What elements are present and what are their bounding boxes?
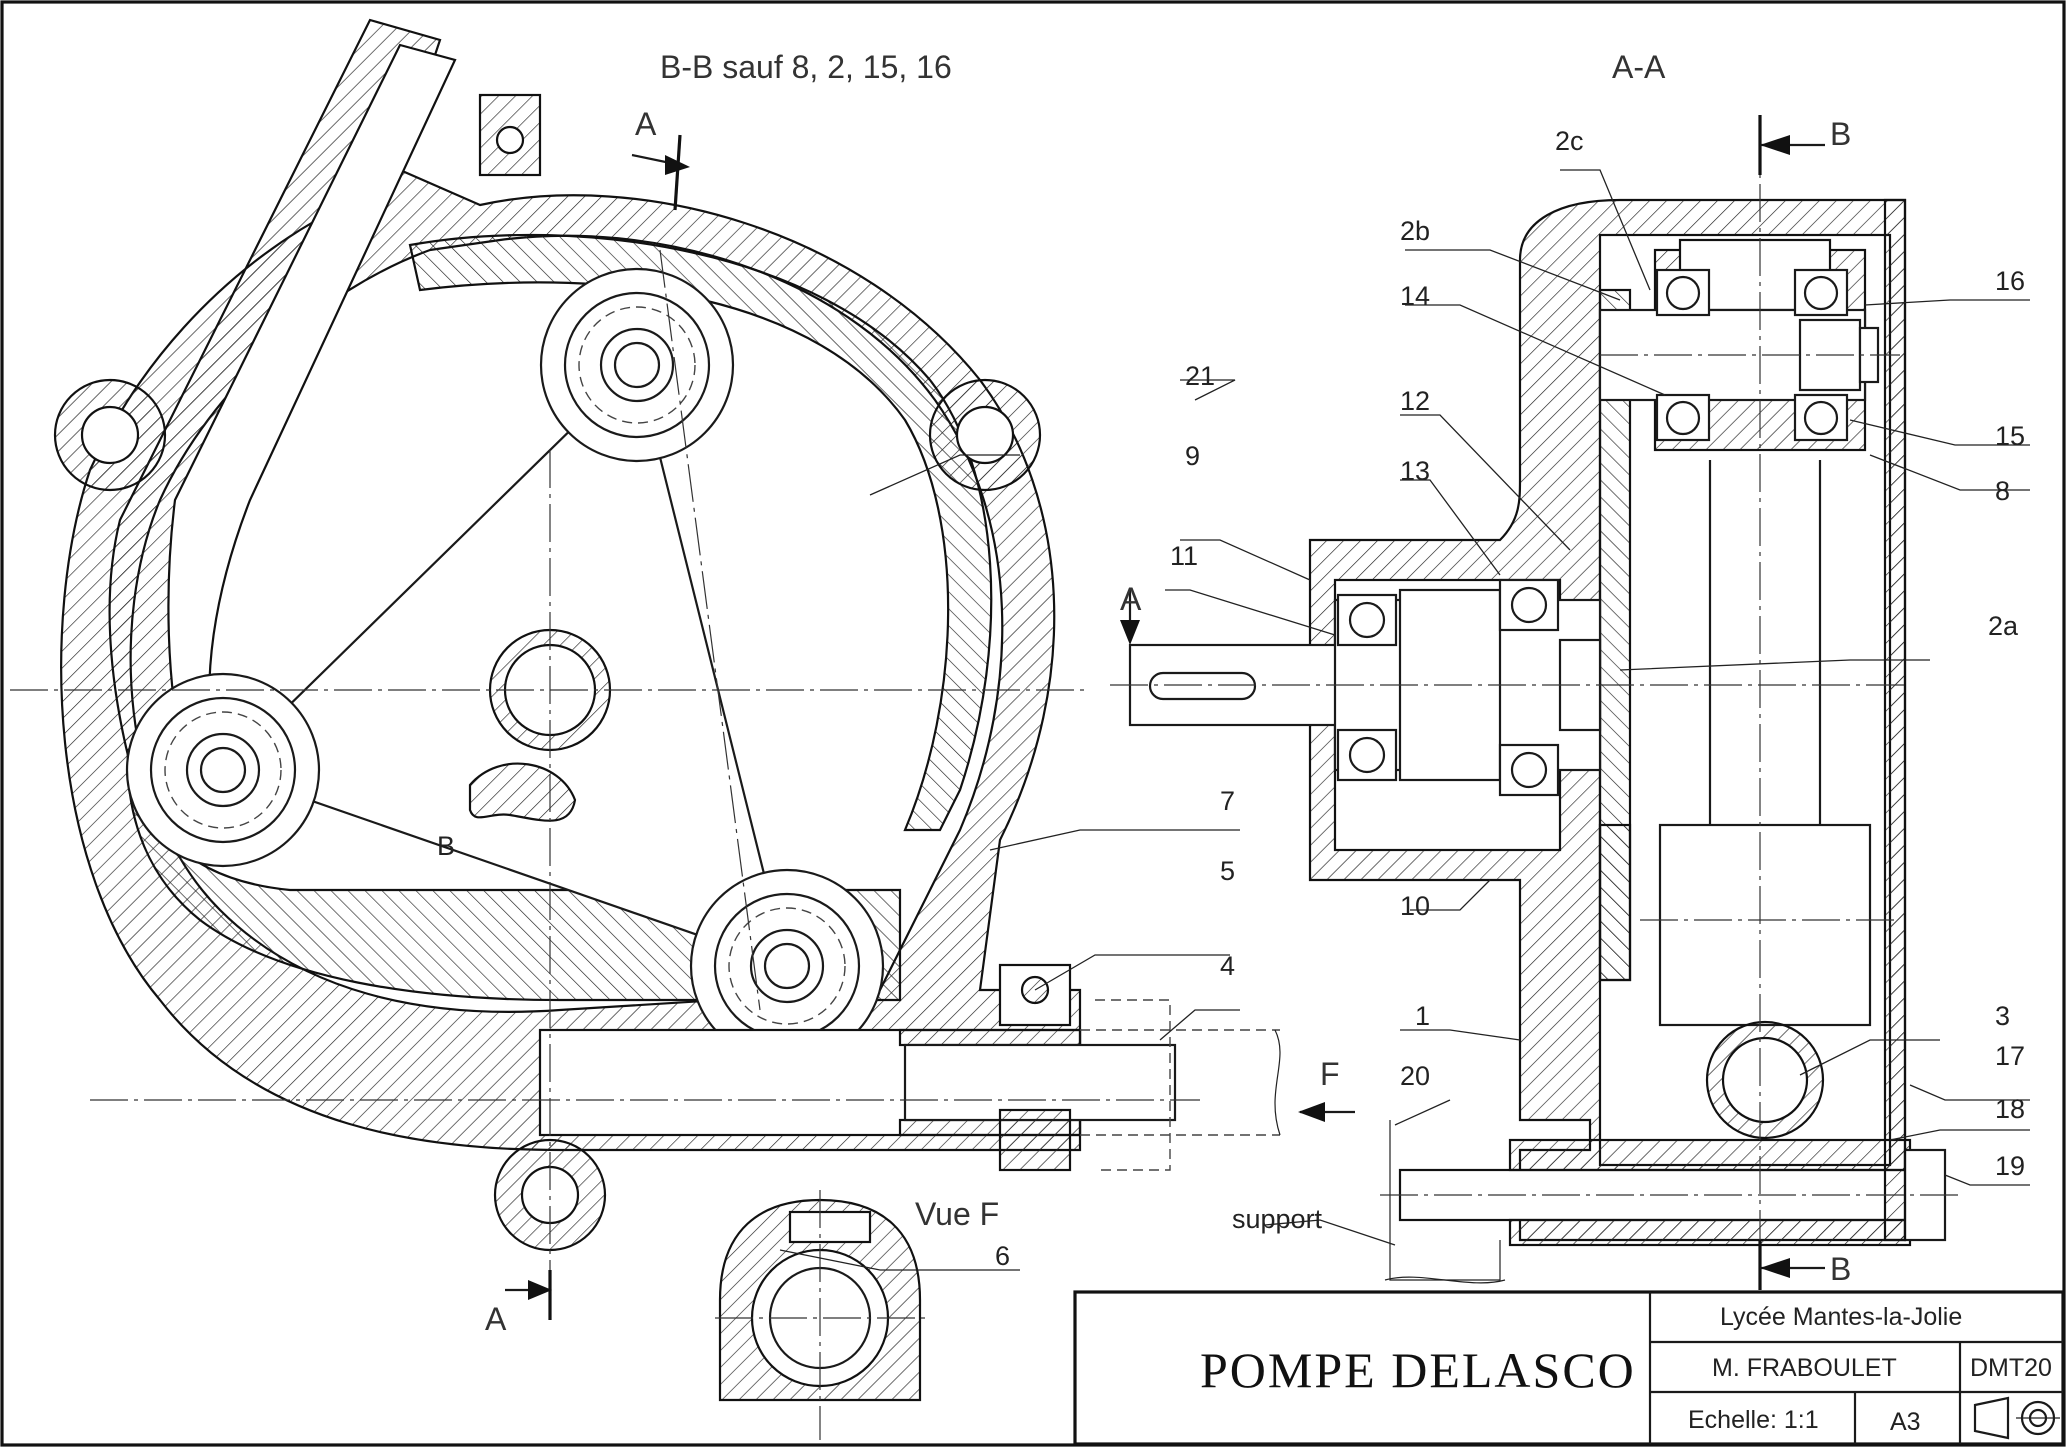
roller-top xyxy=(539,267,735,463)
leader-lines xyxy=(779,169,2030,1271)
bearing-input-right xyxy=(1498,578,1560,797)
title-block: POMPE DELASCO Lycée Mantes-la-Jolie M. F… xyxy=(1073,1290,2065,1446)
school-name: Lycée Mantes-la-Jolie xyxy=(1720,1303,1962,1331)
part-label-5: 5 xyxy=(1220,856,1235,886)
part-label-2b: 2b xyxy=(1400,216,1430,246)
cut-label-b-top: B xyxy=(1830,116,1851,152)
view-f-title: Vue F xyxy=(915,1196,999,1232)
part-label-b: B xyxy=(437,831,455,861)
part-label-15: 15 xyxy=(1995,421,2025,451)
arrow-label-f: F xyxy=(1320,1056,1340,1092)
roller-left xyxy=(125,672,321,868)
part-label-16: 16 xyxy=(1995,266,2025,296)
section-aa-view xyxy=(1110,130,1960,1290)
part-label-12: 12 xyxy=(1400,386,1430,416)
bearing-upper-left xyxy=(1655,268,1711,442)
drawing-title: POMPE DELASCO xyxy=(1200,1342,1636,1398)
part-label-11: 11 xyxy=(1170,541,1198,571)
part-label-2a: 2a xyxy=(1988,611,2019,641)
view-arrow-a-left xyxy=(1120,590,1140,645)
section-aa-title: A-A xyxy=(1612,49,1666,85)
section-bb-title: B-B sauf 8, 2, 15, 16 xyxy=(660,49,952,85)
bearing-input-left xyxy=(1336,593,1398,782)
part-label-14: 14 xyxy=(1400,281,1430,311)
part-label-4: 4 xyxy=(1220,951,1235,981)
part-label-18: 18 xyxy=(1995,1094,2025,1124)
part-label-9: 9 xyxy=(1185,441,1200,471)
part-label-2c: 2c xyxy=(1555,126,1584,156)
part-label-3: 3 xyxy=(1995,1001,2010,1031)
part-label-8: 8 xyxy=(1995,476,2010,506)
cut-label-a-left: A xyxy=(1120,581,1142,617)
view-arrow-f xyxy=(1298,1102,1355,1122)
cut-label-a-top: A xyxy=(635,106,657,142)
part-label-1: 1 xyxy=(1415,1001,1430,1031)
drawing-reference: DMT20 xyxy=(1970,1354,2052,1382)
author-name: M. FRABOULET xyxy=(1712,1354,1897,1382)
cut-label-a-bottom: A xyxy=(485,1301,507,1337)
part-label-6: 6 xyxy=(995,1241,1010,1271)
part-label-7: 7 xyxy=(1220,786,1235,816)
cut-marker-b-top xyxy=(1758,115,1825,175)
part-label-19: 19 xyxy=(1995,1151,2025,1181)
part-label-10: 10 xyxy=(1400,891,1430,921)
part-label-support: support xyxy=(1232,1204,1323,1234)
part-label-17: 17 xyxy=(1995,1041,2025,1071)
part-label-21: 21 xyxy=(1185,361,1215,391)
section-bb-view xyxy=(10,18,1281,1280)
part-label-20: 20 xyxy=(1400,1061,1430,1091)
cut-marker-a-top xyxy=(631,134,690,211)
projection-symbol-icon xyxy=(1973,1396,2060,1440)
roller-bottom xyxy=(689,868,885,1064)
drawing-scale: Echelle: 1:1 xyxy=(1688,1406,1819,1434)
paper-format: A3 xyxy=(1890,1408,1921,1436)
part-label-13: 13 xyxy=(1400,456,1430,486)
cut-marker-b-bottom xyxy=(1758,1240,1825,1290)
cut-marker-a-bottom xyxy=(505,1270,552,1320)
view-f xyxy=(715,1190,930,1440)
bearing-upper-right xyxy=(1793,268,1849,442)
cut-label-b-bottom: B xyxy=(1830,1251,1851,1287)
